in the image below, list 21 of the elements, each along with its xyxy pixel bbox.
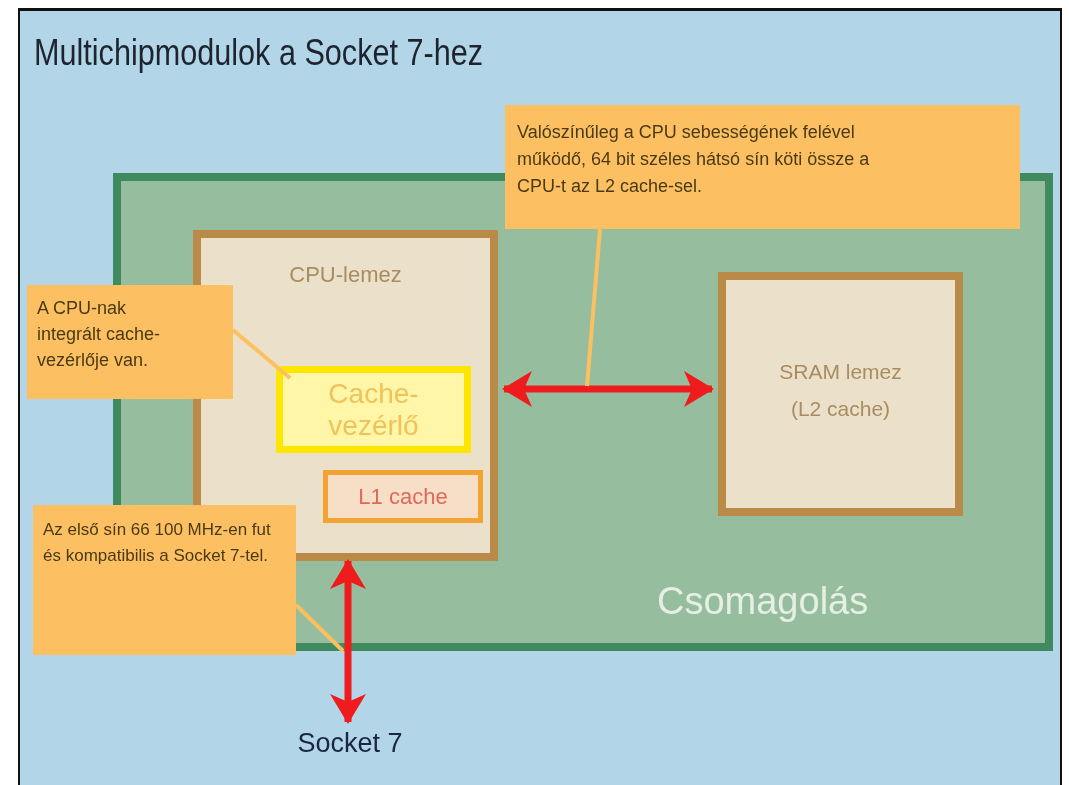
cache-controller-box xyxy=(276,366,471,453)
leader-line xyxy=(294,603,345,653)
leader-line xyxy=(585,228,602,387)
sram-board-box xyxy=(718,272,963,516)
box-label: Cache-vezérlő xyxy=(327,378,420,443)
callout-text: A CPU-nak integrált cache-vezérlője van. xyxy=(37,297,162,373)
callout-box xyxy=(33,505,296,655)
package-label: Csomagolás xyxy=(657,579,870,624)
callout-text: Valószínűleg a CPU sebességének felével működő, 64 bit széles hátsó sín köti össze a CPU-t az L2 cache-sel. xyxy=(517,121,871,198)
l1-cache-box xyxy=(323,470,483,523)
socket-label: Socket 7 xyxy=(296,727,404,760)
diagram-title: Multichipmodulok a Socket 7-hez xyxy=(34,32,484,74)
leader-line xyxy=(231,328,292,380)
board-label: CPU-lemez xyxy=(288,262,403,289)
box-label: SRAM lemez (L2 cache) xyxy=(778,359,903,422)
box-label: L1 cache xyxy=(357,484,449,511)
callout-box xyxy=(27,285,233,399)
callout-box xyxy=(505,105,1020,229)
double-arrow xyxy=(330,559,366,724)
double-arrow xyxy=(502,371,714,407)
callout-text: Az első sín 66 100 MHz-en fut és kompatibilis a Socket 7-tel. xyxy=(43,519,272,567)
